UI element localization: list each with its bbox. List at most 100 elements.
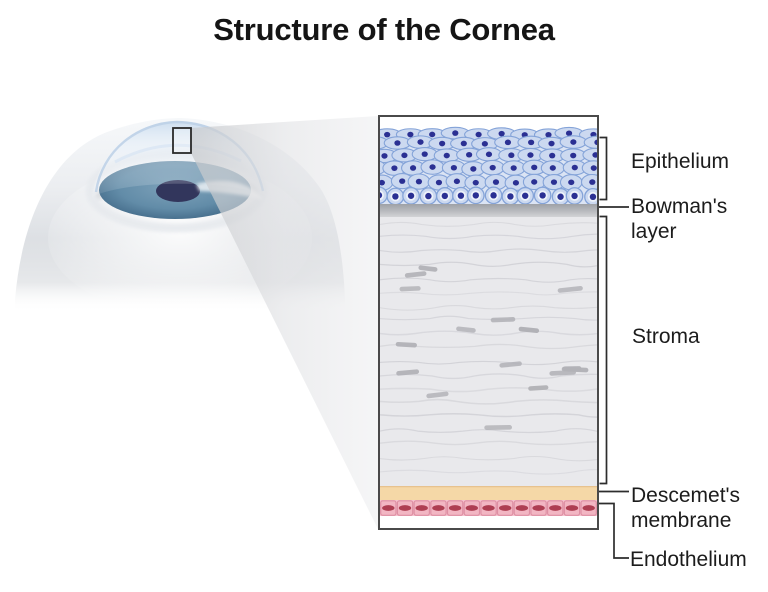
collagen-fiber-line xyxy=(380,428,597,434)
keratocyte xyxy=(418,265,438,272)
epithelial-cell xyxy=(445,173,469,190)
basal-epithelial-cell xyxy=(386,187,405,204)
collagen-fiber-line xyxy=(380,261,597,268)
collagen-fiber-line xyxy=(380,305,597,311)
stroma-fibers xyxy=(380,221,597,475)
descemets-membrane-band xyxy=(380,486,597,500)
keratocyte xyxy=(456,326,476,333)
epithelium-label: Epithelium xyxy=(631,150,730,173)
stroma-layer xyxy=(380,217,597,486)
endothelial-cell xyxy=(396,500,414,516)
epithelial-cell xyxy=(581,160,597,176)
diagram-title: Structure of the Cornea xyxy=(213,12,555,47)
epithelial-cell xyxy=(537,136,566,151)
endothelial-cell xyxy=(380,500,397,516)
collagen-fiber-line xyxy=(380,413,597,418)
keratocyte xyxy=(399,286,421,292)
basal-epithelial-cell xyxy=(584,187,597,204)
epithelial-cell xyxy=(411,146,438,162)
keratocyte xyxy=(518,326,540,334)
basal-epithelial-cell xyxy=(435,187,454,204)
epithelial-cell xyxy=(559,174,583,191)
keratocyte xyxy=(528,385,549,391)
collagen-fiber-line xyxy=(380,277,597,283)
endothelial-cell xyxy=(513,500,531,516)
pupil xyxy=(156,180,200,202)
epithelial-cell xyxy=(583,135,597,150)
epithelial-cell xyxy=(580,173,597,191)
endothelium-label: Endothelium xyxy=(630,548,747,571)
epithelial-cell xyxy=(407,173,431,190)
endothelial-cell xyxy=(580,500,597,516)
collagen-fiber-line xyxy=(380,291,597,296)
basal-epithelial-cell xyxy=(516,186,535,204)
keratocyte xyxy=(426,391,449,399)
keratocyte xyxy=(484,425,512,430)
basal-epithelial-cell xyxy=(466,186,485,204)
endothelial-cell xyxy=(413,500,431,516)
epithelium-bracket xyxy=(599,136,608,201)
keratocyte xyxy=(490,317,516,323)
endothelial-cell xyxy=(463,500,481,516)
leader-lines xyxy=(599,136,629,559)
endothelial-cell xyxy=(563,500,581,516)
endothelial-cell xyxy=(430,500,447,516)
epithelial-cell xyxy=(582,147,597,163)
epithelial-cell xyxy=(456,147,483,162)
collagen-fiber-line xyxy=(380,469,597,475)
keratocyte xyxy=(557,285,583,293)
cross-section-panel xyxy=(378,115,599,530)
epithelial-cell xyxy=(480,159,505,176)
keratocyte xyxy=(499,361,522,368)
collagen-fiber-line xyxy=(380,387,597,393)
collagen-fiber-line xyxy=(380,233,597,240)
keratocyte xyxy=(404,271,427,278)
collagen-fiber-line xyxy=(380,248,597,253)
endothelial-cell xyxy=(446,500,464,516)
epithelial-cell xyxy=(420,159,445,175)
stroma-bracket xyxy=(599,215,608,485)
basal-epithelial-cell xyxy=(484,186,503,204)
epithelial-cell xyxy=(504,174,528,191)
panel-border xyxy=(378,115,599,530)
basal-epithelial-cell xyxy=(565,187,584,204)
bowmans-layer-band xyxy=(380,204,597,217)
epithelial-cell xyxy=(471,137,499,151)
endothelial-cell xyxy=(480,500,497,516)
collagen-fiber-line xyxy=(380,373,597,380)
keratocyte xyxy=(396,369,420,376)
descemets-membrane-label: Descemet's membrane xyxy=(631,484,741,532)
epithelial-cell xyxy=(501,160,526,176)
epithelial-cell xyxy=(494,135,522,150)
basal-epithelial-cell xyxy=(402,186,420,204)
epithelial-cell xyxy=(522,173,546,191)
basal-epithelial-cell xyxy=(501,187,520,204)
collagen-fiber-line xyxy=(380,455,597,462)
collagen-fiber-line xyxy=(380,398,597,405)
epithelial-cell xyxy=(464,174,488,191)
basal-epithelial-cell xyxy=(533,186,552,204)
endothelial-cell xyxy=(546,500,564,516)
endothelium-layer xyxy=(380,500,597,516)
epithelial-cell xyxy=(390,172,414,190)
collagen-fiber-line xyxy=(380,360,597,366)
epithelial-cell xyxy=(475,147,503,162)
endothelium-connector-line xyxy=(599,502,629,559)
magnification-cone xyxy=(190,116,378,529)
keratocyte xyxy=(395,341,417,348)
epithelium-layer xyxy=(380,126,597,204)
epithelial-cell xyxy=(540,160,565,176)
epithelial-cell xyxy=(559,135,588,149)
keratocyte xyxy=(563,366,582,371)
collagen-fiber-line xyxy=(380,330,597,336)
epithelial-cell xyxy=(383,136,412,150)
stroma-label: Stroma xyxy=(632,325,700,348)
collagen-fiber-line xyxy=(380,221,597,227)
endothelial-cell xyxy=(496,500,514,516)
basal-epithelial-cell xyxy=(419,187,438,204)
magnified-region-marker xyxy=(172,127,192,154)
endothelial-cell xyxy=(530,500,547,516)
collagen-fiber-line xyxy=(380,440,597,446)
